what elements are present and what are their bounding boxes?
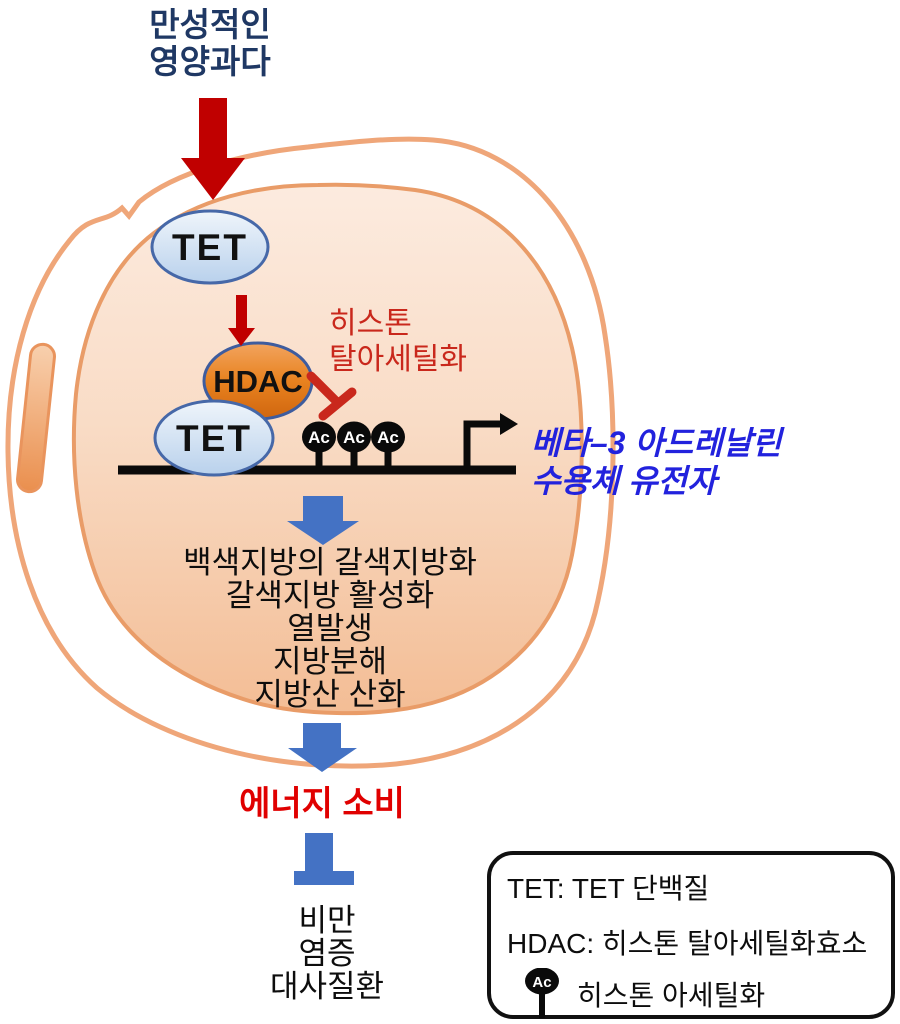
ac-mark-label: Ac xyxy=(343,428,365,447)
effect-item: 갈색지방 활성화 xyxy=(225,578,435,613)
effects-to-energy-arrow-icon xyxy=(288,723,357,772)
disease-item: 염증 xyxy=(298,936,356,971)
cause-title-line2: 영양과다 xyxy=(149,43,271,80)
disease-item: 비만 xyxy=(298,903,356,938)
histone-deacetylation-line2: 탈아세틸화 xyxy=(329,343,467,376)
energy-expenditure-label: 에너지 소비 xyxy=(239,785,405,823)
gene-label-line1: 베타–3 아드레날린 xyxy=(531,425,782,461)
histone-deacetylation-line1: 히스톤 xyxy=(329,307,412,340)
hdac-label: HDAC xyxy=(213,364,303,399)
deacetylation-inhibition-icon xyxy=(306,371,357,421)
overnutrition-arrow-icon xyxy=(181,98,245,200)
tet1-ellipse xyxy=(150,209,270,285)
legend-ac-row: Ac 히스톤 아세틸화 xyxy=(507,968,891,1020)
ac-mark-icon xyxy=(337,421,371,453)
ac-mark-label: Ac xyxy=(377,428,399,447)
effect-item: 지방분해 xyxy=(272,644,388,679)
effect-item: 열발생 xyxy=(287,611,373,646)
energy-inhibition-icon xyxy=(294,833,354,885)
gene-label-line2: 수용체 유전자 xyxy=(531,463,717,499)
tet-to-hdac-arrow-icon xyxy=(228,295,255,346)
cause-title-line1: 만성적인 xyxy=(149,6,271,43)
effect-item: 지방산 산화 xyxy=(254,677,406,712)
tet1-label: TET xyxy=(172,227,248,268)
legend-hdac-definition: HDAC: 히스톤 탈아세틸화효소 xyxy=(507,928,868,959)
legend-tet-definition: TET: TET 단백질 xyxy=(507,873,710,904)
cause-title: 만성적인 영양과다 xyxy=(90,6,330,80)
gene-label: 베타–3 아드레날린 수용체 유전자 xyxy=(531,424,782,500)
legend-ac-lollipop-icon: Ac xyxy=(525,968,559,1018)
tet2-ellipse xyxy=(153,399,275,477)
ac-mark-icon xyxy=(302,421,336,453)
ac-mark-icon xyxy=(371,421,405,453)
histone-deacetylation-label: 히스톤 탈아세틸화 xyxy=(329,306,467,378)
effects-list: 백색지방의 갈색지방화 갈색지방 활성화 열발생 지방분해 지방산 산화 xyxy=(120,546,540,711)
diseases-list: 비만 염증 대사질환 xyxy=(207,904,447,1003)
effect-item: 백색지방의 갈색지방화 xyxy=(183,545,477,580)
tet2-label: TET xyxy=(176,418,252,459)
organelle-shape xyxy=(16,342,56,494)
transcription-arrow-icon xyxy=(463,413,518,470)
gene-effects-arrow-icon xyxy=(287,496,359,545)
legend-ac-definition: 히스톤 아세틸화 xyxy=(577,980,766,1011)
ac-mark-label: Ac xyxy=(308,428,330,447)
disease-item: 대사질환 xyxy=(269,969,385,1004)
acetylation-marks: Ac Ac Ac xyxy=(302,421,405,470)
legend-ac-label: Ac xyxy=(532,974,551,991)
legend-box: TET: TET 단백질 HDAC: 히스톤 탈아세틸화효소 Ac 히스톤 아세… xyxy=(487,851,895,1019)
